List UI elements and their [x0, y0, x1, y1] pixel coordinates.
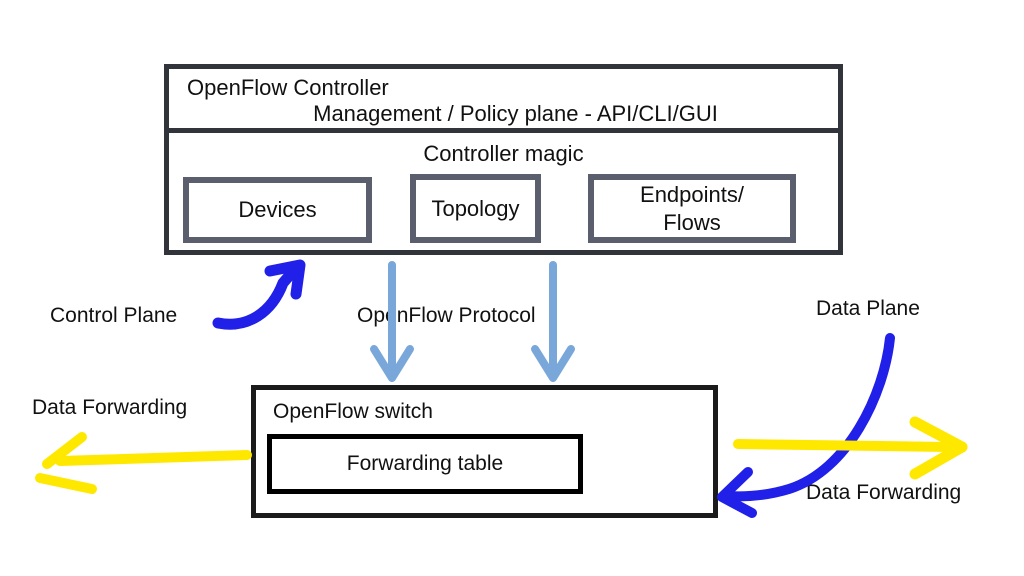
module-label-endpoints-flows: Endpoints/ Flows — [640, 181, 744, 237]
data-forwarding-arrow-right-icon — [733, 416, 968, 480]
control-plane-arrow-icon — [212, 259, 306, 330]
module-label-endpoints-line2: Flows — [663, 209, 721, 235]
label-control-plane: Control Plane — [50, 304, 178, 327]
data-forwarding-arrow-left-icon — [35, 432, 252, 494]
forwarding-table-label: Forwarding table — [346, 452, 504, 475]
module-label-devices: Devices — [238, 197, 317, 222]
label-data-forwarding-right: Data Forwarding — [806, 481, 962, 504]
forwarding-table-box[interactable]: Forwarding table — [267, 434, 583, 494]
openflow-protocol-arrow-right-icon — [531, 261, 575, 382]
label-data-plane: Data Plane — [816, 297, 920, 320]
management-plane-label: Management / Policy plane - API/CLI/GUI — [313, 101, 718, 126]
controller-magic-label: Controller magic — [423, 141, 584, 166]
openflow-controller-box: OpenFlow Controller Management / Policy … — [164, 64, 843, 255]
openflow-controller-title: OpenFlow Controller — [187, 75, 389, 100]
label-data-forwarding-left: Data Forwarding — [32, 396, 188, 419]
module-box-endpoints-flows[interactable]: Endpoints/ Flows — [588, 174, 796, 243]
openflow-switch-box: OpenFlow switch Forwarding table — [251, 385, 718, 518]
module-label-topology: Topology — [431, 195, 520, 221]
openflow-switch-title: OpenFlow switch — [273, 400, 433, 423]
module-box-devices[interactable]: Devices — [183, 177, 372, 243]
label-openflow-protocol: OpenFlow Protocol — [357, 304, 536, 327]
module-label-endpoints-line1: Endpoints/ — [640, 181, 744, 207]
module-box-topology[interactable]: Topology — [410, 174, 541, 243]
management-plane-section: OpenFlow Controller Management / Policy … — [169, 69, 838, 133]
